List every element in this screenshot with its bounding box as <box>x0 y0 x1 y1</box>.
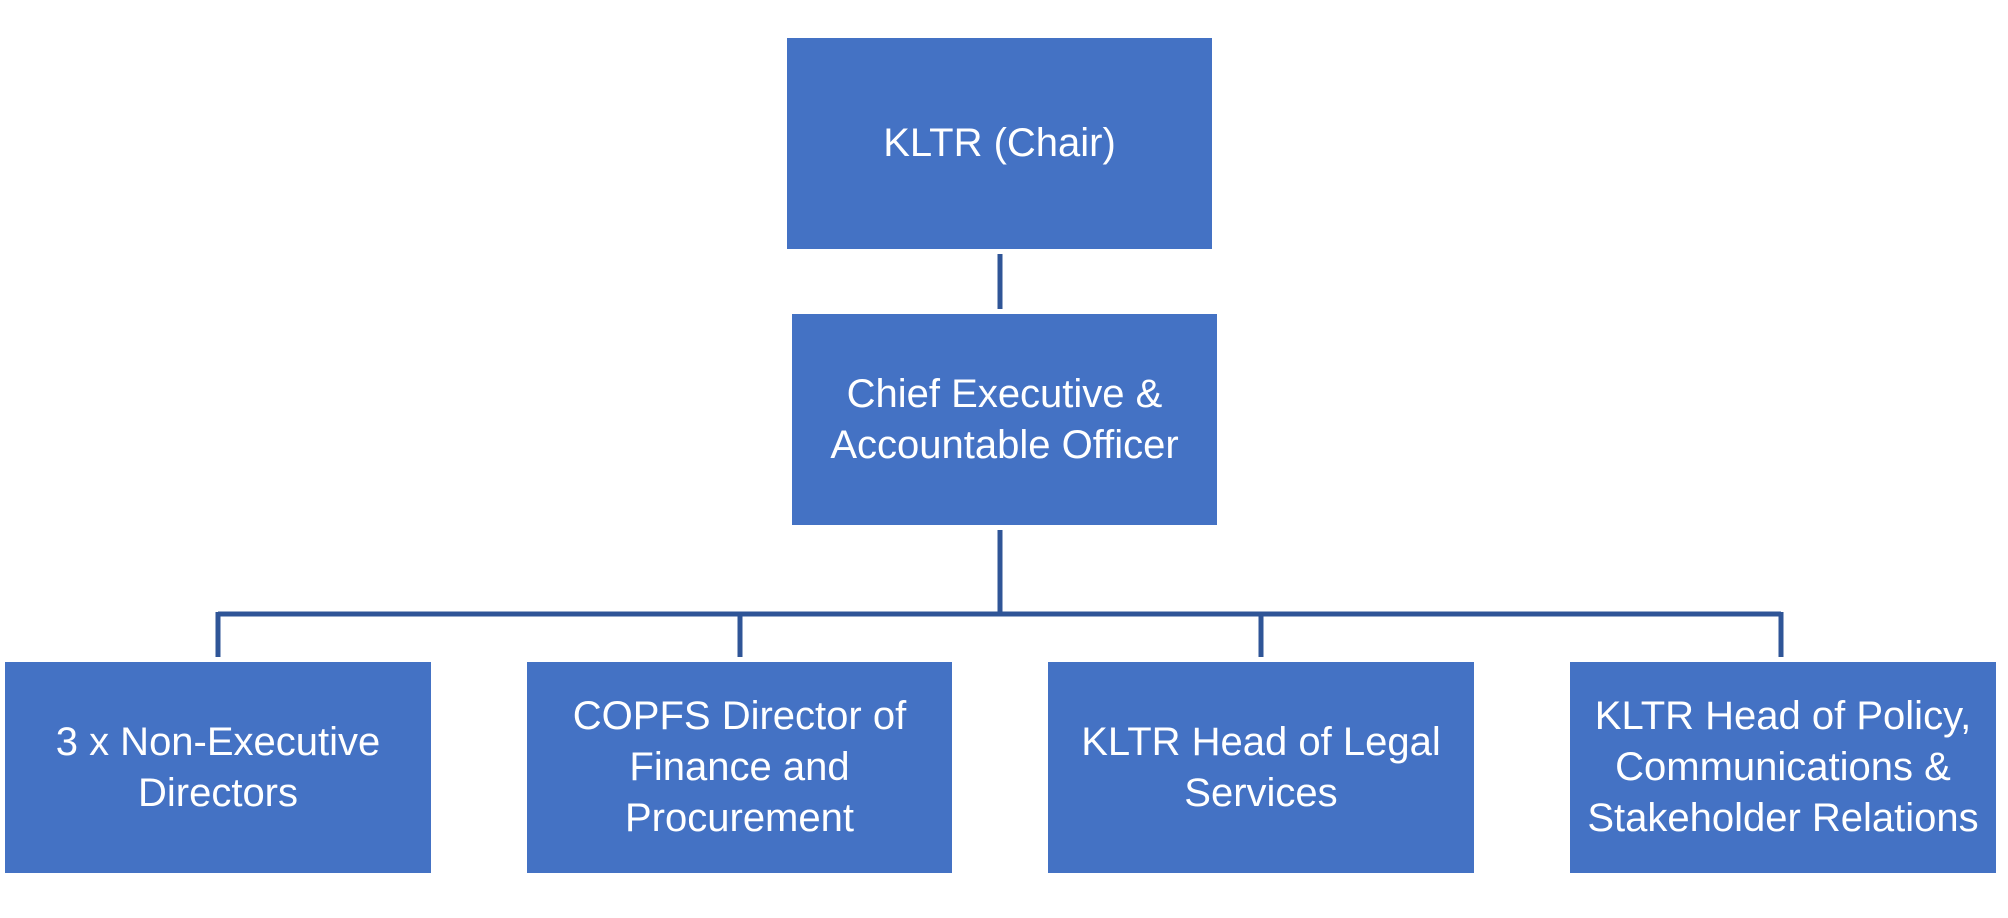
report-box-head-of-policy: KLTR Head of Policy, Communications & St… <box>1570 662 1996 873</box>
chief-executive-box: Chief Executive & Accountable Officer <box>792 314 1217 525</box>
report-box-copfs-director: COPFS Director of Finance and Procuremen… <box>527 662 952 873</box>
report-box-head-of-legal: KLTR Head of Legal Services <box>1048 662 1474 873</box>
chair-box: KLTR (Chair) <box>787 38 1212 249</box>
report-label: COPFS Director of Finance and Procuremen… <box>572 694 907 840</box>
report-label: KLTR Head of Policy, Communications & St… <box>1587 694 1979 840</box>
report-box-non-executive-directors: 3 x Non-Executive Directors <box>5 662 431 873</box>
report-label: KLTR Head of Legal Services <box>1081 719 1441 815</box>
chief-executive-label: Chief Executive & Accountable Officer <box>830 371 1179 467</box>
chair-label: KLTR (Chair) <box>883 121 1116 165</box>
report-label: 3 x Non-Executive Directors <box>55 719 381 815</box>
